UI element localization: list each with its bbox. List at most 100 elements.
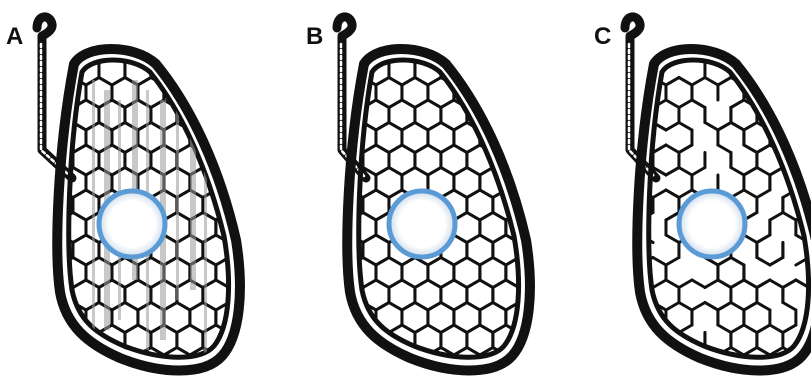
hex-wall [679,325,692,333]
hex-wall [337,348,350,356]
hex-wall [480,213,493,221]
hex-wall [73,190,86,198]
hex-wall [177,78,190,86]
hex-wall [454,145,467,153]
hex-wall [744,235,757,243]
hex-wall [216,78,229,86]
hex-wall [203,78,216,86]
hex-wall [203,123,216,131]
hex-wall [242,145,255,153]
hex-wall [731,258,744,266]
hex-wall [493,213,506,221]
hex-wall [666,190,679,198]
hex-wall [718,145,731,153]
hex-wall [480,168,493,176]
hex-wall [428,145,441,153]
hex-wall [692,78,705,86]
hex-wall [389,168,402,176]
hex-wall [229,100,242,108]
hex-wall [389,145,402,153]
hex-wall [692,303,705,311]
hex-wall [363,370,376,378]
hex-wall [190,100,203,108]
hex-wall [467,145,480,153]
hex-wall [73,348,86,356]
hex-wall [389,303,402,311]
bubble-ring-b [389,191,455,257]
hex-wall [428,100,441,108]
hex-wall [757,55,770,63]
hex-wall [164,348,177,356]
hex-wall [441,145,454,153]
hex-wall [389,258,402,266]
hex-wall [402,325,415,333]
hex-wall [216,100,229,108]
hex-wall [125,370,138,378]
hex-wall [47,123,60,131]
hex-wall [177,325,190,333]
hex-wall [441,325,454,333]
hex-wall [493,123,506,131]
hex-wall [666,235,679,243]
hex-wall [705,370,718,378]
hex-wall [757,78,770,86]
hex-wall [229,123,242,131]
hex-wall [376,123,389,131]
hex-wall [60,348,73,356]
hex-wall [177,78,190,86]
hex-wall [216,145,229,153]
hex-wall [242,325,255,333]
hex-wall [653,190,666,198]
hex-wall [506,78,519,86]
hex-wall [177,348,190,356]
hex-wall [480,280,493,288]
hex-wall [467,78,480,86]
hex-wall [73,370,86,378]
hex-wall [666,145,679,153]
hex-wall [177,55,190,63]
hex-wall [519,145,532,153]
hex-wall [506,123,519,131]
panel-label-b: B [306,23,323,50]
hex-wall [744,168,757,176]
hex-wall [229,123,242,131]
hex-wall [229,370,242,378]
hex-wall [47,78,60,86]
hex-wall [770,168,783,176]
hex-wall [757,325,770,333]
hex-wall [242,348,255,356]
hex-wall [705,78,718,86]
hex-wall [519,370,532,378]
hex-wall [73,258,86,266]
hex-wall [73,213,86,221]
hex-wall [73,280,86,288]
hex-wall [493,78,506,86]
hex-wall [770,280,783,288]
hex-wall [99,370,112,378]
hex-wall [376,370,389,378]
hex-wall [73,168,86,176]
hex-wall [519,168,532,176]
hex-wall [718,325,731,333]
hex-wall [415,325,428,333]
hex-wall [770,100,783,108]
hex-wall [532,190,545,198]
hex-wall [679,78,692,86]
hex-wall [718,258,731,266]
hex-wall [229,55,242,63]
hex-wall [666,78,679,86]
hex-wall [480,100,493,108]
hex-wall [60,370,73,378]
hex-wall [415,123,428,131]
hex-wall [744,348,757,356]
hex-wall [519,55,532,63]
hex-wall [480,325,493,333]
hex-wall [480,55,493,63]
hex-wall [770,258,783,266]
hex-wall [666,168,679,176]
hex-wall [731,123,744,131]
hex-wall [731,100,744,108]
hex-wall [731,303,744,311]
hex-wall [757,303,770,311]
hex-wall [679,168,692,176]
